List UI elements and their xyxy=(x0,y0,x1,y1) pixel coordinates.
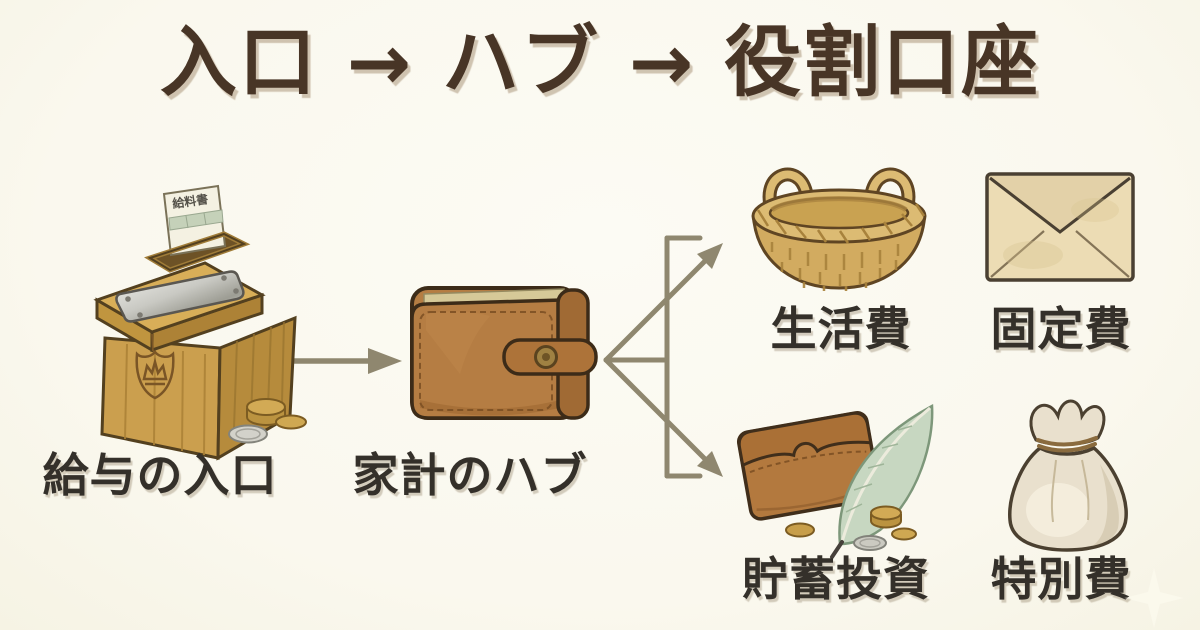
salary-slip-text: 給料書 xyxy=(171,191,209,211)
salary-box-icon: 給料書 xyxy=(72,158,312,461)
coins xyxy=(228,398,307,444)
metal-plate xyxy=(115,270,245,323)
branch-arrows-hub-to-accounts xyxy=(603,235,723,479)
label-special: 特別費 xyxy=(990,552,1132,606)
wallet-strap xyxy=(502,338,598,376)
page-title: 入口 → ハブ → 役割口座 xyxy=(159,19,1041,108)
wallet-icon xyxy=(400,278,600,428)
crest-emblem xyxy=(135,333,175,400)
money-bag-icon xyxy=(1000,380,1140,555)
envelope-icon xyxy=(983,170,1137,284)
label-savings: 貯蓄投資 xyxy=(742,552,930,606)
leather-pouch xyxy=(736,411,881,521)
label-living: 生活費 xyxy=(770,302,912,356)
arrow-source-to-hub xyxy=(277,348,402,374)
basket-weave xyxy=(770,242,900,291)
label-fixed: 固定費 xyxy=(990,302,1132,356)
coins xyxy=(785,505,917,551)
label-source: 給与の入口 xyxy=(42,448,278,502)
quill-pen xyxy=(830,403,934,559)
rim-rope-twist xyxy=(756,203,926,244)
sparkle-decoration xyxy=(1124,568,1184,628)
bag-rope xyxy=(1036,436,1098,453)
label-hub: 家計のハブ xyxy=(352,448,588,502)
pouch-quill-icon xyxy=(728,392,943,560)
basket-icon xyxy=(744,158,934,294)
